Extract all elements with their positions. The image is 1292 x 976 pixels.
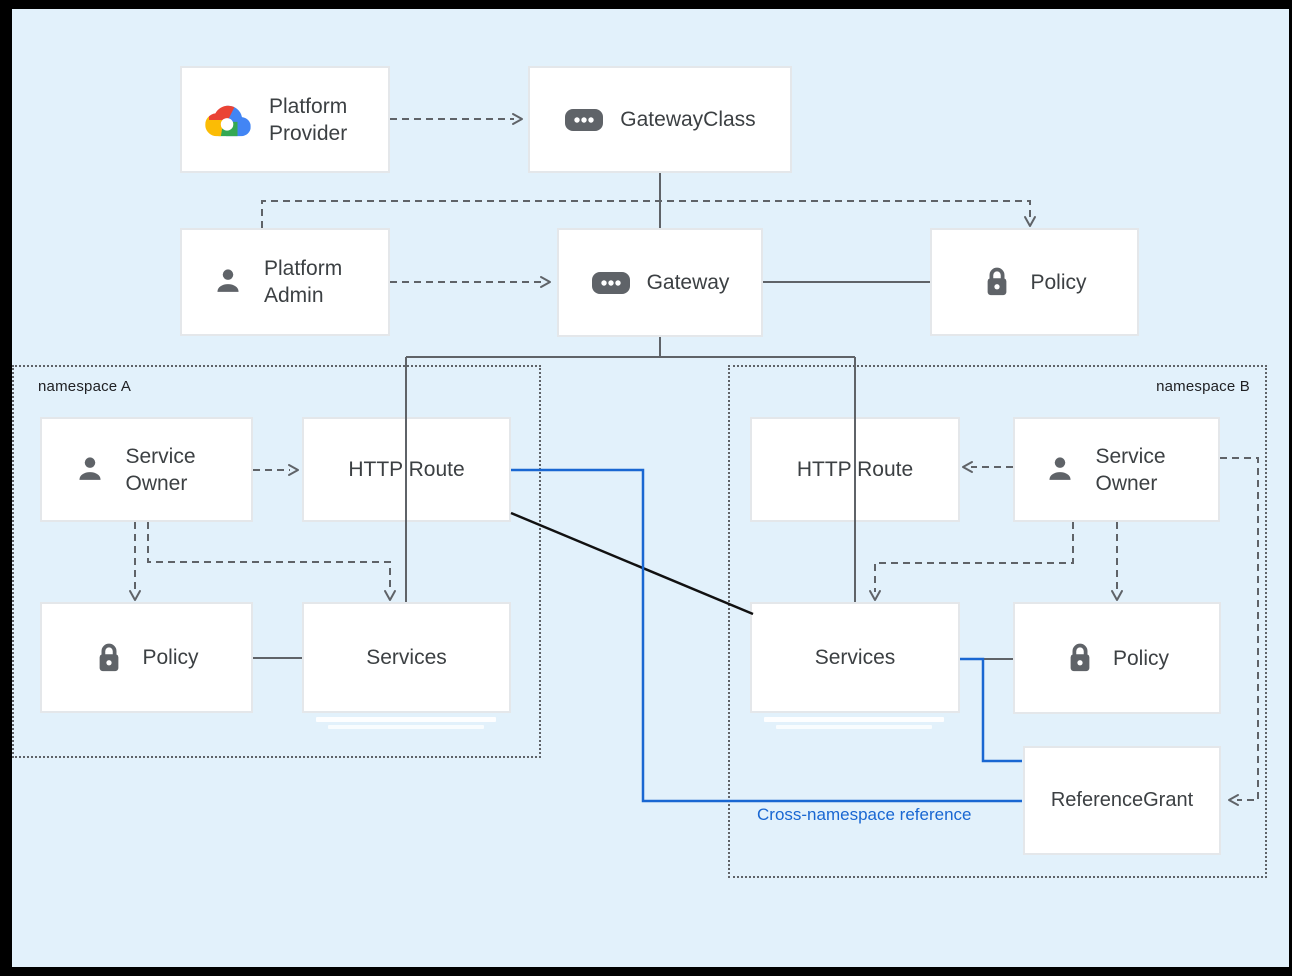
node-label: Policy bbox=[1112, 646, 1170, 670]
node-label: ReferenceGrant bbox=[1050, 789, 1194, 811]
services-stack-line bbox=[776, 725, 932, 729]
node-label: Platform Provider bbox=[269, 94, 348, 145]
node-label: HTTP Route bbox=[348, 458, 465, 481]
services-stack-line bbox=[328, 725, 484, 729]
node-platform-provider: Platform Provider bbox=[180, 66, 390, 173]
node-http-route-b: HTTP Route bbox=[750, 417, 960, 522]
lock-icon bbox=[1065, 641, 1095, 675]
services-stack-line bbox=[764, 717, 944, 722]
cross-namespace-reference-label: Cross-namespace reference bbox=[757, 805, 972, 824]
node-label: Service Owner bbox=[125, 444, 196, 495]
node-reference-grant: ReferenceGrant bbox=[1023, 746, 1221, 855]
google-cloud-icon bbox=[205, 101, 251, 139]
person-icon bbox=[72, 452, 108, 488]
node-platform-admin: Platform Admin bbox=[180, 228, 390, 336]
node-label: HTTP Route bbox=[796, 458, 914, 481]
node-label: Services bbox=[814, 646, 896, 669]
node-gatewayclass: GatewayClass bbox=[528, 66, 792, 173]
node-services-b: Services bbox=[750, 602, 960, 713]
node-services-a: Services bbox=[302, 602, 511, 713]
services-stack-line bbox=[316, 717, 496, 722]
resource-pill-icon bbox=[591, 270, 631, 296]
node-http-route-a: HTTP Route bbox=[302, 417, 511, 522]
node-policy-top: Policy bbox=[930, 228, 1139, 336]
node-gateway: Gateway bbox=[557, 228, 763, 337]
node-label: Service Owner bbox=[1095, 444, 1166, 495]
lock-icon bbox=[982, 265, 1012, 299]
node-service-owner-b: Service Owner bbox=[1013, 417, 1220, 522]
namespace-a-label: namespace A bbox=[38, 378, 132, 395]
lock-icon bbox=[94, 641, 124, 675]
resource-pill-icon bbox=[564, 107, 604, 133]
node-label: Platform Admin bbox=[264, 257, 343, 307]
node-label: Gateway bbox=[646, 271, 730, 294]
node-service-owner-a: Service Owner bbox=[40, 417, 253, 522]
node-label: Policy bbox=[142, 646, 199, 669]
person-icon bbox=[210, 264, 246, 300]
node-label: Policy bbox=[1030, 270, 1087, 294]
node-policy-b: Policy bbox=[1013, 602, 1221, 714]
node-label: GatewayClass bbox=[620, 108, 756, 131]
node-policy-a: Policy bbox=[40, 602, 253, 713]
namespace-b-label: namespace B bbox=[1156, 378, 1250, 395]
person-icon bbox=[1042, 452, 1078, 488]
node-label: Services bbox=[366, 646, 447, 669]
